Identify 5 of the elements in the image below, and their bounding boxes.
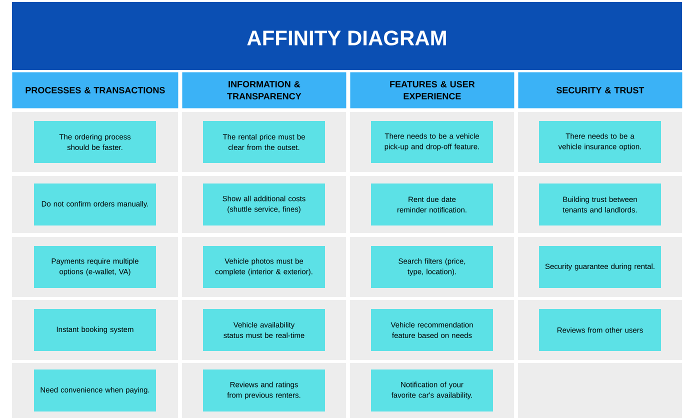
column-header: FEATURES & USER EXPERIENCE bbox=[350, 72, 514, 108]
column-header: PROCESSES & TRANSACTIONS bbox=[12, 72, 178, 108]
title-band: AFFINITY DIAGRAM bbox=[12, 2, 682, 70]
column-header: INFORMATION & TRANSPARENCY bbox=[182, 72, 346, 108]
column-header: SECURITY & TRUST bbox=[518, 72, 682, 108]
